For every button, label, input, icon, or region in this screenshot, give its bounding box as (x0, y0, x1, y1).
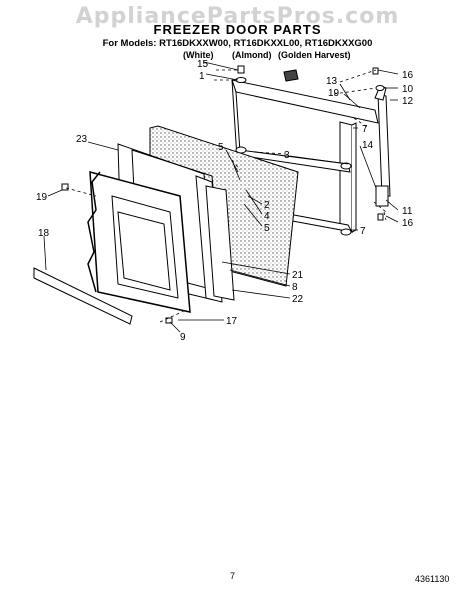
plate-18 (283, 69, 299, 82)
top-door-frame-bar (231, 79, 379, 124)
callout-15: 17 (226, 316, 238, 327)
callout-12: 12 (402, 96, 414, 107)
screw-16-bottom (377, 213, 384, 221)
bushing-7-bottom (340, 228, 352, 236)
callout-17: 18 (38, 228, 50, 239)
color-almond: (Almond) (232, 50, 272, 60)
callout-21: 21 (292, 270, 304, 281)
callout-13: 13 (326, 76, 338, 87)
door-handle-recess (87, 171, 101, 293)
callout-7-bottom: 7 (360, 226, 366, 237)
callout-3: 3 (284, 150, 290, 161)
callout-10: 10 (402, 84, 414, 95)
callout-2: 2 (264, 200, 270, 211)
screw-16-top (372, 67, 379, 75)
color-golden-harvest: (Golden Harvest) (278, 50, 351, 60)
callout-6: 15 (197, 59, 209, 70)
bracket-11 (375, 185, 389, 207)
models-line: For Models: RT16DKXXW00, RT16DKXXL00, RT… (102, 38, 373, 49)
callout-8: 8 (292, 282, 298, 293)
bushing-3-right (340, 162, 352, 170)
callout-14: 14 (362, 140, 374, 151)
callout-16-bottom: 16 (402, 218, 414, 229)
screw-19 (61, 183, 69, 191)
screw-6 (237, 65, 245, 74)
gasket-8 (205, 185, 235, 301)
right-frame-member (339, 121, 353, 233)
callout-22: 22 (292, 294, 304, 305)
callout-11: 11 (402, 206, 413, 217)
callout-7-top: 7 (362, 124, 368, 135)
callout-23: 23 (76, 134, 88, 145)
outer-door-panel (89, 171, 191, 313)
door-trim-17 (33, 267, 133, 325)
color-white: (White) (183, 50, 214, 60)
callout-18: 19 (328, 88, 340, 99)
washer-10 (375, 85, 385, 91)
watermark: AppliancePartsPros.com (75, 4, 400, 29)
door-handle-12 (377, 93, 391, 197)
callout-5-bottom: 5 (264, 223, 270, 234)
callout-9: 9 (180, 332, 186, 343)
callout-5-top: 5 (218, 142, 224, 153)
screw-15 (165, 317, 173, 324)
callout-16-top: 16 (402, 70, 414, 81)
page-number: 7 (230, 571, 236, 581)
page-title: FREEZER DOOR PARTS (153, 22, 322, 37)
callout-19: 19 (36, 192, 48, 203)
callout-1: 1 (199, 71, 205, 82)
callout-4: 4 (264, 211, 270, 222)
document-number: 4361130 (415, 574, 450, 584)
